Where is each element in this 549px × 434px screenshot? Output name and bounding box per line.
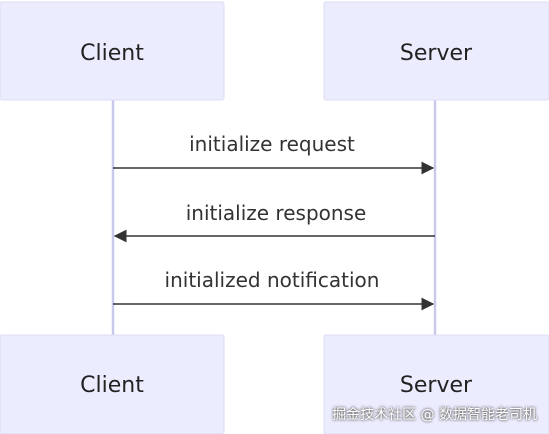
server-actor-bottom-label: Server	[400, 373, 473, 398]
message-label: initialized notification	[165, 268, 380, 292]
server-actor-top-box	[323, 1, 549, 101]
message-initialized-notification: initialized notification	[113, 268, 435, 311]
server-actor-bottom[interactable]: Server	[323, 334, 549, 434]
message-label: initialize request	[189, 132, 355, 156]
message-label: initialize response	[186, 201, 367, 225]
client-actor-bottom-label: Client	[80, 373, 144, 398]
client-actor-top[interactable]: Client	[0, 1, 225, 101]
server-actor-bottom-box	[323, 334, 549, 434]
client-actor-top-label: Client	[80, 41, 144, 66]
server-actor-top[interactable]: Server	[323, 1, 549, 101]
watermark: 掘金技术社区 @ 数据智能老司机	[332, 407, 537, 423]
message-initialize-request: initialize request	[113, 132, 435, 175]
client-actor-bottom-box	[0, 334, 225, 434]
client-actor-top-box	[0, 1, 225, 101]
message-initialize-response: initialize response	[113, 201, 435, 243]
client-actor-bottom[interactable]: Client	[0, 334, 225, 434]
server-actor-top-label: Server	[400, 41, 473, 66]
